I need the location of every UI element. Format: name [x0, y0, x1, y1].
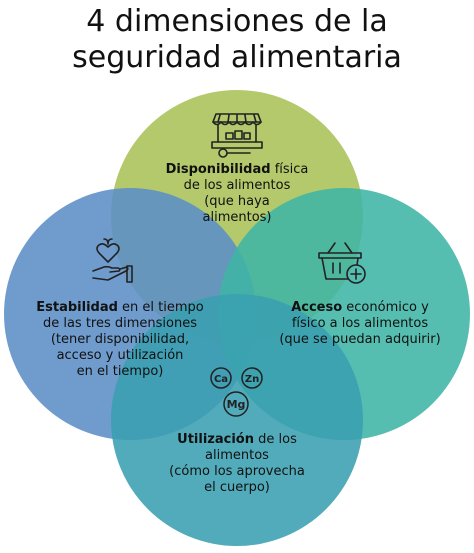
hand-heart-icon — [92, 238, 133, 283]
utilizacion-line1: de los — [253, 432, 297, 447]
utilizacion-line3: (cómo los aprovecha — [169, 464, 305, 479]
estabilidad-line2: de las tres dimensiones — [42, 316, 198, 331]
diagram-title: 4 dimensiones de la seguridad alimentari… — [0, 4, 474, 76]
acceso-line2: físico a los alimentos — [291, 316, 429, 331]
disponibilidad-title: Disponibilidad — [165, 162, 271, 177]
shopping-basket-plus-icon — [318, 242, 366, 284]
acceso-line1: económico y — [342, 300, 429, 315]
utilizacion-line4: el cuerpo) — [204, 480, 270, 495]
circle-utilizacion — [111, 294, 363, 546]
acceso-title: Acceso — [291, 300, 343, 315]
title-line-2: seguridad alimentaria — [72, 40, 402, 75]
mineral-mg: Mg — [227, 398, 246, 411]
label-disponibilidad: Disponibilidad física de los alimentos (… — [147, 162, 327, 226]
disponibilidad-line1: física — [270, 162, 309, 177]
estabilidad-title: Estabilidad — [36, 300, 118, 315]
market-stall-icon — [211, 113, 263, 158]
estabilidad-line1: en el tiempo — [117, 300, 204, 315]
estabilidad-line4: acceso y utilización — [56, 348, 184, 363]
mineral-ca: Ca — [214, 374, 228, 385]
label-acceso: Acceso económico y físico a los alimento… — [262, 300, 458, 348]
utilizacion-line2: alimentos — [205, 448, 269, 463]
minerals-icon: Ca Zn Mg — [210, 367, 263, 417]
acceso-line3: (que se puedan adquirir) — [279, 332, 441, 347]
disponibilidad-line2: de los alimentos — [183, 178, 291, 193]
utilizacion-title: Utilización — [177, 432, 254, 447]
estabilidad-line5: en el tiempo) — [76, 364, 164, 379]
disponibilidad-line3: (que haya — [204, 194, 270, 209]
label-estabilidad: Estabilidad en el tiempo de las tres dim… — [20, 300, 220, 380]
disponibilidad-line4: alimentos) — [202, 210, 272, 225]
estabilidad-line3: (tener disponibilidad, — [50, 332, 190, 347]
label-utilizacion: Utilización de los alimentos (cómo los a… — [147, 432, 327, 496]
mineral-zn: Zn — [245, 374, 259, 385]
title-line-1: 4 dimensiones de la — [86, 4, 388, 39]
